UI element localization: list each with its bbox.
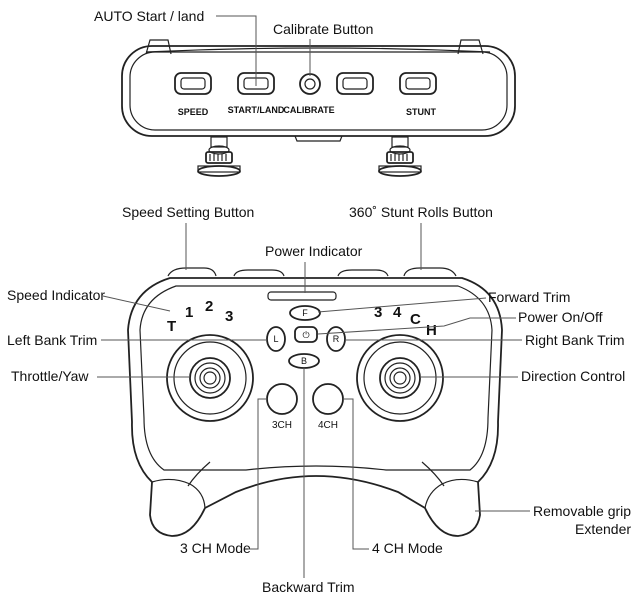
right-joystick[interactable] xyxy=(356,334,444,422)
speed-mark-1: 1 xyxy=(185,304,193,321)
mode-mark-h: H xyxy=(426,322,437,339)
top-body-inner xyxy=(129,51,508,131)
speed-mark-2: 2 xyxy=(205,298,213,315)
shoulder-bump-2 xyxy=(233,269,285,277)
removable-grip-callout-line1: Removable grip xyxy=(533,503,631,519)
power-indicator-slot xyxy=(267,291,337,301)
right-trim-glyph: R xyxy=(333,334,340,344)
calibrate-button-label: CALIBRATE xyxy=(283,105,334,115)
mode-4ch-leader xyxy=(343,398,369,550)
auto-start-land-callout: AUTO Start / land xyxy=(94,8,204,24)
power-button[interactable]: ⏻ xyxy=(294,326,318,343)
mode-4ch-button[interactable] xyxy=(312,383,344,415)
throttle-yaw-callout: Throttle/Yaw xyxy=(11,368,89,384)
mode-mark-4: 4 xyxy=(393,304,402,321)
mode-mark-c: C xyxy=(410,311,421,328)
left-trim-glyph: L xyxy=(273,334,278,344)
speed-mark-3: 3 xyxy=(225,308,233,325)
grip-left-edge xyxy=(187,461,211,487)
auto-start-land-leader xyxy=(216,15,257,86)
right-bank-trim-callout: Right Bank Trim xyxy=(525,332,625,348)
calibrate-button[interactable] xyxy=(299,73,321,95)
left-stick-knob-side xyxy=(197,136,241,177)
mode-4ch-callout: 4 CH Mode xyxy=(372,540,443,556)
forward-trim-leader xyxy=(317,297,487,313)
left-joystick[interactable] xyxy=(166,334,254,422)
left-bank-trim-callout: Left Bank Trim xyxy=(7,332,97,348)
top-body-outer xyxy=(121,45,516,137)
stunt-left-button[interactable] xyxy=(336,72,374,95)
shoulder-bump-3 xyxy=(337,269,389,277)
mode-3ch-leader xyxy=(248,398,267,550)
top-tab-right xyxy=(457,39,484,55)
speed-button[interactable] xyxy=(174,72,212,95)
shoulder-bump-1 xyxy=(167,267,217,277)
mode-mark-3: 3 xyxy=(374,304,382,321)
direction-control-callout: Direction Control xyxy=(521,368,625,384)
controller-outline xyxy=(127,277,503,537)
mode-3ch-label: 3CH xyxy=(272,420,292,431)
forward-trim-glyph: F xyxy=(302,308,308,318)
top-bottom-bump xyxy=(294,135,343,142)
mode-3ch-button[interactable] xyxy=(266,383,298,415)
speed-setting-button-callout: Speed Setting Button xyxy=(122,204,254,220)
backward-trim-button[interactable]: B xyxy=(288,353,320,369)
power-on-off-callout: Power On/Off xyxy=(518,309,603,325)
right-bank-trim-button[interactable]: R xyxy=(326,326,346,352)
top-body-rim xyxy=(145,47,491,53)
mode-3ch-callout: 3 CH Mode xyxy=(180,540,251,556)
grip-left-seam xyxy=(151,478,206,509)
power-indicator-callout: Power Indicator xyxy=(265,243,363,259)
shoulder-bump-4 xyxy=(403,267,457,277)
stunt-button-label: STUNT xyxy=(406,107,436,117)
controller-front-view: T 1 2 3 3 4 C H F ⏻ B L R xyxy=(127,267,503,537)
speed-button-label: SPEED xyxy=(178,107,209,117)
mode-4ch-label: 4CH xyxy=(318,420,338,431)
controller-top-view: SPEED START/LAND CALIBRATE STUNT xyxy=(121,39,516,177)
power-icon: ⏻ xyxy=(302,330,309,340)
forward-trim-button[interactable]: F xyxy=(289,305,321,321)
speed-mark-t: T xyxy=(167,318,176,335)
grip-right-edge xyxy=(421,461,445,487)
calibrate-button-callout: Calibrate Button xyxy=(273,21,373,37)
power-on-off-leader xyxy=(317,317,516,335)
speed-indicator-leader xyxy=(102,295,171,312)
controller-face xyxy=(139,285,493,471)
grip-right-seam xyxy=(424,478,479,509)
left-bank-trim-button[interactable]: L xyxy=(266,326,286,352)
stunt-rolls-button-callout: 360˚ Stunt Rolls Button xyxy=(349,204,493,220)
right-stick-knob-side xyxy=(378,136,422,177)
start-land-button-label: START/LAND xyxy=(228,105,285,115)
stunt-button[interactable] xyxy=(399,72,437,95)
removable-grip-callout-line2: Extender xyxy=(575,521,631,537)
speed-indicator-callout: Speed Indicator xyxy=(7,287,105,303)
forward-trim-callout: Forward Trim xyxy=(488,289,570,305)
backward-trim-glyph: B xyxy=(301,356,307,366)
backward-trim-callout: Backward Trim xyxy=(262,579,355,595)
